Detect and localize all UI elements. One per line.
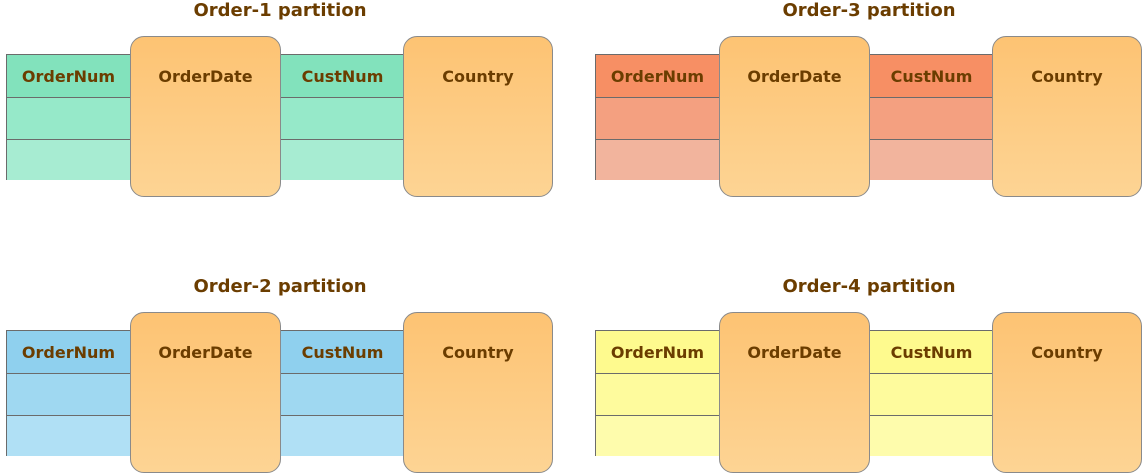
partition-order-4: Order-4 partition OrderNum CustNum Order…	[595, 276, 1143, 476]
table-cell	[281, 97, 404, 139]
partition-title: Order-1 partition	[193, 0, 367, 21]
table-cell	[7, 415, 130, 456]
column-orderdate: OrderDate	[719, 36, 870, 197]
column-country: Country	[403, 312, 553, 473]
table-cell	[596, 97, 719, 139]
partition-order-1: Order-1 partition OrderNum CustNum Order…	[6, 0, 554, 200]
partition-title: Order-3 partition	[782, 0, 956, 21]
column-ordernum: OrderNum	[595, 55, 720, 180]
column-country: Country	[403, 36, 553, 197]
partition-title: Order-4 partition	[782, 276, 956, 297]
table-cell	[7, 139, 130, 180]
partition-order-3: Order-3 partition OrderNum CustNum Order…	[595, 0, 1143, 200]
column-header: Country	[1031, 343, 1103, 362]
column-header: OrderDate	[747, 343, 842, 362]
partition-table: OrderNum CustNum	[6, 330, 410, 456]
table-cell	[596, 415, 719, 456]
table-cell	[596, 139, 719, 180]
table-cell	[870, 373, 993, 415]
column-header: Country	[442, 343, 514, 362]
table-cell	[7, 373, 130, 415]
table-cell	[281, 415, 404, 456]
table-cell	[281, 139, 404, 180]
partition-title: Order-2 partition	[193, 276, 367, 297]
column-header: Country	[1031, 67, 1103, 86]
table-cell	[281, 373, 404, 415]
column-header: OrderDate	[747, 67, 842, 86]
column-orderdate: OrderDate	[130, 312, 281, 473]
column-header: CustNum	[281, 331, 404, 373]
column-custnum: CustNum	[280, 55, 405, 180]
column-custnum: CustNum	[869, 55, 994, 180]
column-custnum: CustNum	[280, 331, 405, 456]
column-header: OrderNum	[596, 55, 719, 97]
column-ordernum: OrderNum	[6, 331, 131, 456]
column-header: OrderNum	[596, 331, 719, 373]
column-header: CustNum	[870, 331, 993, 373]
partition-table: OrderNum CustNum	[6, 54, 410, 180]
column-header: Country	[442, 67, 514, 86]
column-header: OrderDate	[158, 343, 253, 362]
table-cell	[870, 415, 993, 456]
column-header: OrderDate	[158, 67, 253, 86]
table-cell	[870, 97, 993, 139]
column-ordernum: OrderNum	[595, 331, 720, 456]
column-header: CustNum	[281, 55, 404, 97]
table-cell	[870, 139, 993, 180]
column-header: CustNum	[870, 55, 993, 97]
column-header: OrderNum	[7, 331, 130, 373]
column-country: Country	[992, 36, 1142, 197]
column-country: Country	[992, 312, 1142, 473]
table-cell	[596, 373, 719, 415]
column-custnum: CustNum	[869, 331, 994, 456]
column-orderdate: OrderDate	[130, 36, 281, 197]
table-cell	[7, 97, 130, 139]
column-header: OrderNum	[7, 55, 130, 97]
column-ordernum: OrderNum	[6, 55, 131, 180]
partition-order-2: Order-2 partition OrderNum CustNum Order…	[6, 276, 554, 476]
column-orderdate: OrderDate	[719, 312, 870, 473]
